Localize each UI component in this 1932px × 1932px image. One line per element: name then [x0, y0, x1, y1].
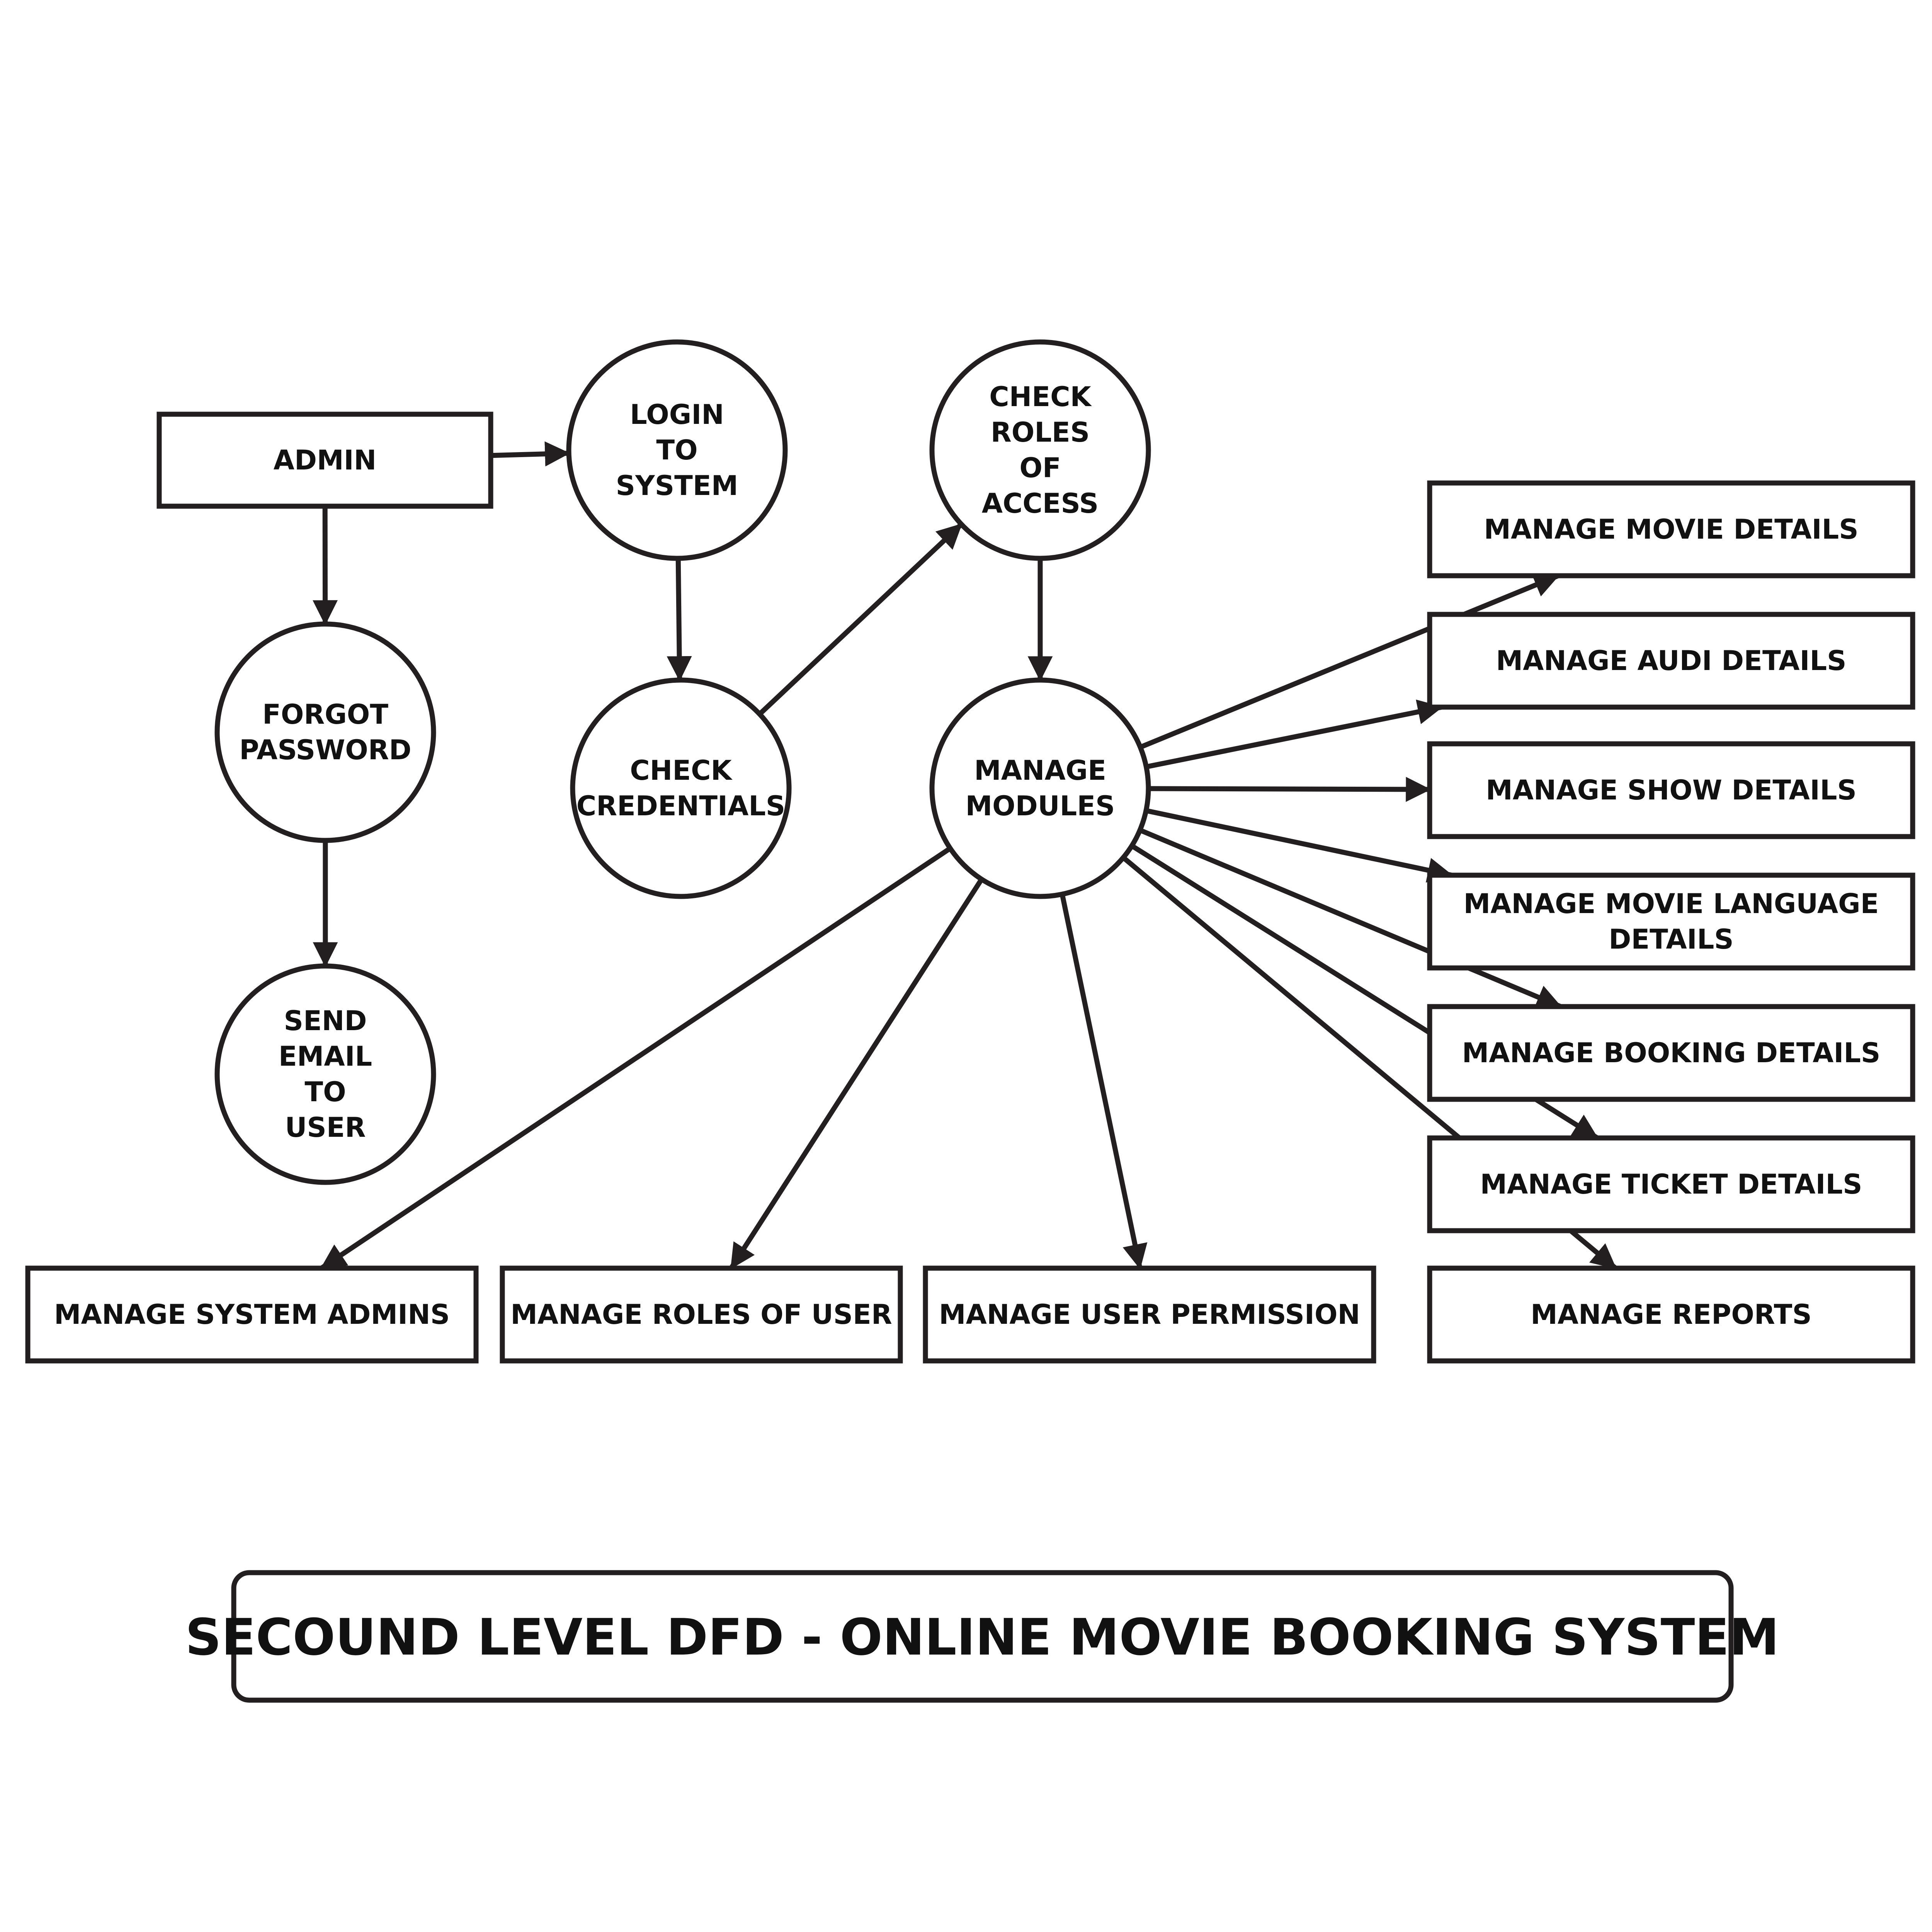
system-admins-box	[25, 1265, 479, 1364]
flow-arrow-manage-modules-to-audi-details	[1146, 699, 1443, 769]
check-roles-label: CHECK	[989, 381, 1092, 413]
user-permission-label: MANAGE USER PERMISSION	[939, 1299, 1360, 1330]
ticket-details-label: MANAGE TICKET DETAILS	[1480, 1168, 1862, 1200]
entity-roles-of-user: MANAGE ROLES OF USER	[500, 1265, 903, 1364]
ticket-details-box	[1427, 1135, 1915, 1233]
login-label: TO	[656, 434, 697, 466]
show-details-box	[1427, 741, 1915, 839]
send-email-label: USER	[285, 1112, 366, 1143]
send-email-circle	[214, 963, 436, 1185]
admin-label: ADMIN	[274, 444, 377, 476]
check-credentials-label: CHECK	[630, 755, 733, 786]
process-manage-modules: MANAGE MODULES	[929, 677, 1151, 899]
flow-arrow-manage-modules-to-booking-details	[1139, 828, 1562, 1009]
entity-admin: ADMIN	[156, 412, 493, 509]
booking-details-label: MANAGE BOOKING DETAILS	[1462, 1037, 1881, 1069]
entity-booking-details: MANAGE BOOKING DETAILS	[1427, 1004, 1915, 1102]
forgot-circle	[214, 621, 436, 843]
login-circle	[566, 339, 788, 561]
forgot-label: PASSWORD	[239, 734, 411, 766]
flow-arrow-manage-modules-to-user-permission	[1060, 893, 1148, 1270]
entity-ticket-details: MANAGE TICKET DETAILS	[1427, 1135, 1915, 1233]
entity-show-details: MANAGE SHOW DETAILS	[1427, 741, 1915, 839]
admin-box	[156, 412, 493, 509]
process-check-credentials: CHECK CREDENTIALS	[570, 677, 792, 899]
language-details-box	[1427, 872, 1915, 971]
diagram-title-box: SECOUND LEVEL DFD - ONLINE MOVIE BOOKING…	[185, 1570, 1779, 1703]
entity-system-admins: MANAGE SYSTEM ADMINS	[25, 1265, 479, 1364]
booking-details-box	[1427, 1004, 1915, 1102]
check-roles-circle	[929, 339, 1151, 561]
reports-box	[1427, 1265, 1915, 1364]
send-email-label: EMAIL	[279, 1041, 372, 1072]
process-login: LOGIN TO SYSTEM	[566, 339, 788, 561]
send-email-label: SEND	[284, 1005, 367, 1037]
login-label: LOGIN	[630, 399, 724, 430]
roles-of-user-label: MANAGE ROLES OF USER	[510, 1299, 892, 1330]
roles-of-user-box	[500, 1265, 903, 1364]
title-frame	[231, 1570, 1734, 1703]
check-credentials-label: CREDENTIALS	[577, 790, 786, 822]
entity-user-permission: MANAGE USER PERMISSION	[923, 1265, 1376, 1364]
movie-details-box	[1427, 480, 1915, 578]
process-send-email: SEND EMAIL TO USER	[214, 963, 436, 1185]
login-label: SYSTEM	[616, 470, 738, 502]
send-email-label: TO	[304, 1076, 346, 1108]
flow-arrow-manage-modules-to-language-details	[1145, 808, 1453, 883]
entity-reports: MANAGE REPORTS	[1427, 1265, 1915, 1364]
diagram-title: SECOUND LEVEL DFD - ONLINE MOVIE BOOKING…	[185, 1608, 1779, 1667]
audi-details-label: MANAGE AUDI DETAILS	[1496, 645, 1846, 677]
forgot-label: FORGOT	[262, 699, 388, 730]
flow-arrow-manage-modules-to-roles-of-user	[729, 878, 984, 1270]
check-roles-label: ROLES	[991, 417, 1090, 448]
process-check-roles: CHECK ROLES OF ACCESS	[929, 339, 1151, 561]
diagram-nodes: ADMIN LOGIN TO SYSTEM CHECK ROLES OF ACCESS FORG…	[25, 339, 1915, 1364]
system-admins-label: MANAGE SYSTEM ADMINS	[54, 1299, 450, 1330]
flow-arrow-manage-modules-to-system-admins	[320, 846, 952, 1270]
language-details-label: DETAILS	[1609, 923, 1733, 955]
flow-arrow-check-credentials-to-check-roles	[758, 522, 963, 716]
manage-modules-label: MODULES	[966, 790, 1115, 822]
flow-arrow-login-to-check-credentials	[667, 558, 692, 682]
audi-details-box	[1427, 612, 1915, 710]
reports-label: MANAGE REPORTS	[1531, 1299, 1812, 1330]
show-details-label: MANAGE SHOW DETAILS	[1486, 774, 1857, 806]
manage-modules-circle	[929, 677, 1151, 899]
flow-arrow-manage-modules-to-movie-details	[1139, 573, 1560, 750]
check-credentials-circle	[570, 677, 792, 899]
check-roles-label: OF	[1019, 452, 1061, 484]
entity-audi-details: MANAGE AUDI DETAILS	[1427, 612, 1915, 710]
movie-details-label: MANAGE MOVIE DETAILS	[1484, 514, 1858, 545]
user-permission-box	[923, 1265, 1376, 1364]
manage-modules-label: MANAGE	[974, 755, 1106, 786]
language-details-label: MANAGE MOVIE LANGUAGE	[1464, 888, 1879, 920]
flow-arrow-admin-to-login	[490, 441, 570, 467]
process-forgot: FORGOT PASSWORD	[214, 621, 436, 843]
entity-movie-details: MANAGE MOVIE DETAILS	[1427, 480, 1915, 578]
check-roles-label: ACCESS	[982, 488, 1099, 519]
